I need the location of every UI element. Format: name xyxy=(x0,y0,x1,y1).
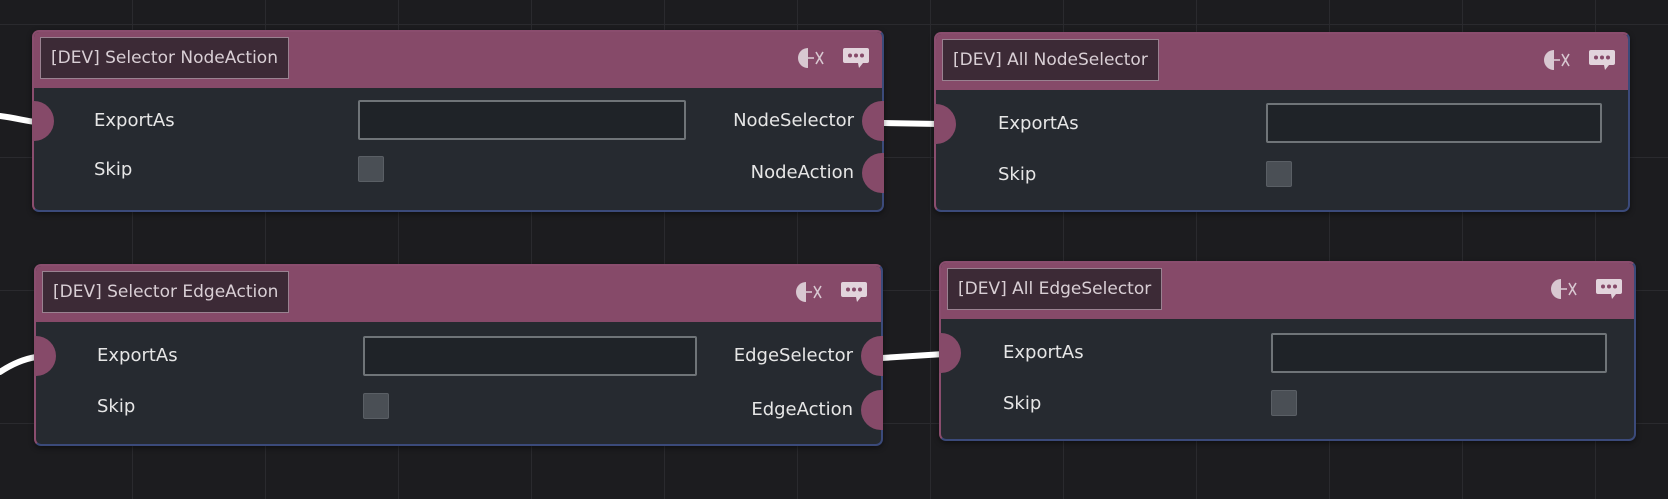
wire-incoming-bottom[interactable] xyxy=(0,354,39,375)
input-port[interactable] xyxy=(939,333,961,373)
node-title[interactable]: [DEV] All NodeSelector xyxy=(942,39,1159,81)
exportas-label: ExportAs xyxy=(94,110,175,131)
comment-icon[interactable] xyxy=(840,280,868,304)
output-label-nodeaction: NodeAction xyxy=(750,162,854,183)
skip-label: Skip xyxy=(97,396,136,417)
node-all-edgeselector[interactable]: [DEV] All EdgeSelector ExportAs Skip xyxy=(939,261,1636,441)
skip-checkbox[interactable] xyxy=(1271,390,1297,416)
exportas-input[interactable] xyxy=(1266,103,1602,143)
exportas-input[interactable] xyxy=(1271,333,1607,373)
bypass-icon[interactable] xyxy=(1542,48,1572,72)
output-label-edgeselector: EdgeSelector xyxy=(733,345,853,366)
node-selector-edgeaction[interactable]: [DEV] Selector EdgeAction ExportAs Skip … xyxy=(34,264,883,446)
output-port-nodeselector[interactable] xyxy=(862,101,884,141)
skip-label: Skip xyxy=(998,164,1037,185)
comment-icon[interactable] xyxy=(842,46,870,70)
skip-label: Skip xyxy=(94,159,133,180)
node-selector-nodeaction[interactable]: [DEV] Selector NodeAction ExportAs Skip … xyxy=(32,30,884,212)
wire-edgeselector[interactable] xyxy=(879,351,947,361)
output-port-edgeaction[interactable] xyxy=(861,390,883,430)
skip-label: Skip xyxy=(1003,393,1042,414)
output-label-edgeaction: EdgeAction xyxy=(751,399,853,420)
node-header[interactable]: [DEV] All NodeSelector xyxy=(936,34,1628,90)
node-header[interactable]: [DEV] Selector NodeAction xyxy=(34,32,882,88)
exportas-label: ExportAs xyxy=(1003,342,1084,363)
bypass-icon[interactable] xyxy=(794,280,824,304)
skip-checkbox[interactable] xyxy=(1266,161,1292,187)
node-header[interactable]: [DEV] All EdgeSelector xyxy=(941,263,1634,319)
node-title[interactable]: [DEV] All EdgeSelector xyxy=(947,268,1163,310)
bypass-icon[interactable] xyxy=(1549,277,1579,301)
exportas-label: ExportAs xyxy=(998,113,1079,134)
comment-icon[interactable] xyxy=(1595,277,1623,301)
wire-nodeselector[interactable] xyxy=(881,120,943,127)
output-port-nodeaction[interactable] xyxy=(862,153,884,193)
bypass-icon[interactable] xyxy=(796,46,826,70)
exportas-label: ExportAs xyxy=(97,345,178,366)
output-port-edgeselector[interactable] xyxy=(861,336,883,376)
node-header[interactable]: [DEV] Selector EdgeAction xyxy=(36,266,881,322)
skip-checkbox[interactable] xyxy=(358,156,384,182)
node-title[interactable]: [DEV] Selector NodeAction xyxy=(40,37,289,79)
node-title[interactable]: [DEV] Selector EdgeAction xyxy=(42,271,290,313)
input-port[interactable] xyxy=(32,101,54,141)
wire-incoming-top[interactable] xyxy=(0,113,39,125)
node-all-nodeselector[interactable]: [DEV] All NodeSelector ExportAs Skip xyxy=(934,32,1630,212)
input-port[interactable] xyxy=(934,104,956,144)
exportas-input[interactable] xyxy=(363,336,697,376)
output-label-nodeselector: NodeSelector xyxy=(733,110,854,131)
comment-icon[interactable] xyxy=(1588,48,1616,72)
input-port[interactable] xyxy=(34,336,56,376)
skip-checkbox[interactable] xyxy=(363,393,389,419)
exportas-input[interactable] xyxy=(358,100,686,140)
